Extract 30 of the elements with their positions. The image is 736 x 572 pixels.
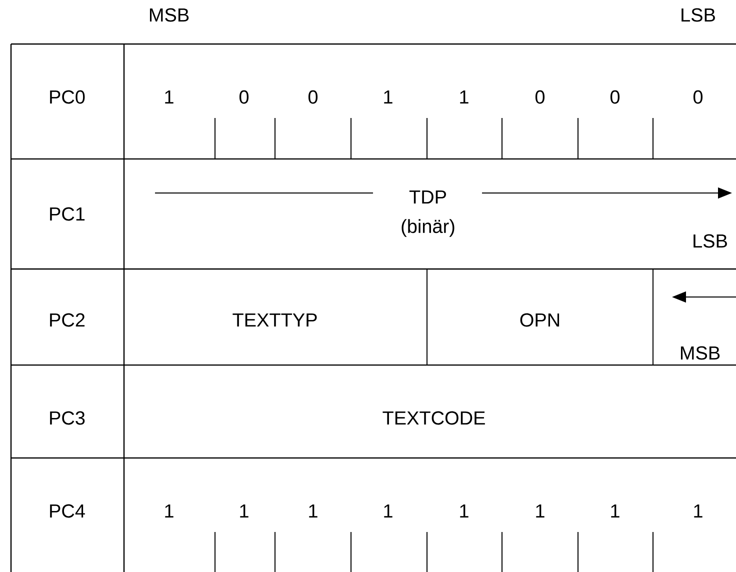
bit-value: 1: [384, 90, 392, 104]
bit-value: 1: [165, 504, 174, 518]
bit-value: 1: [165, 90, 174, 104]
bit-value: 0: [535, 90, 545, 104]
field-label: TEXTTYP: [232, 313, 317, 327]
bit-value: 1: [384, 504, 392, 518]
bit-value: 0: [308, 90, 318, 104]
row-label: PC4: [50, 504, 85, 518]
bit-value: 1: [309, 504, 318, 518]
field-label: TEXTCODE: [382, 411, 485, 425]
bit-order-label: LSB: [682, 8, 715, 22]
bit-value: 1: [460, 504, 468, 518]
bit-value: 0: [610, 90, 620, 104]
row-label: PC3: [50, 411, 85, 425]
bit-value: 1: [240, 504, 248, 518]
row-label: PC1: [50, 207, 85, 221]
bit-order-label: LSB: [694, 234, 727, 248]
bit-value: 1: [536, 504, 544, 518]
field-note: (binär): [402, 219, 454, 237]
row-label: PC0: [50, 90, 85, 104]
bit-value: 0: [693, 90, 703, 104]
bit-value: 1: [694, 504, 702, 518]
row-label: PC2: [50, 313, 85, 327]
bit-order-label: MSB: [680, 346, 720, 360]
bit-value: 1: [460, 90, 468, 104]
bit-value: 0: [239, 90, 249, 104]
bit-order-label: MSB: [150, 8, 189, 22]
field-label: OPN: [520, 313, 560, 327]
bit-value: 1: [611, 504, 620, 518]
field-label: TDP: [409, 190, 446, 204]
